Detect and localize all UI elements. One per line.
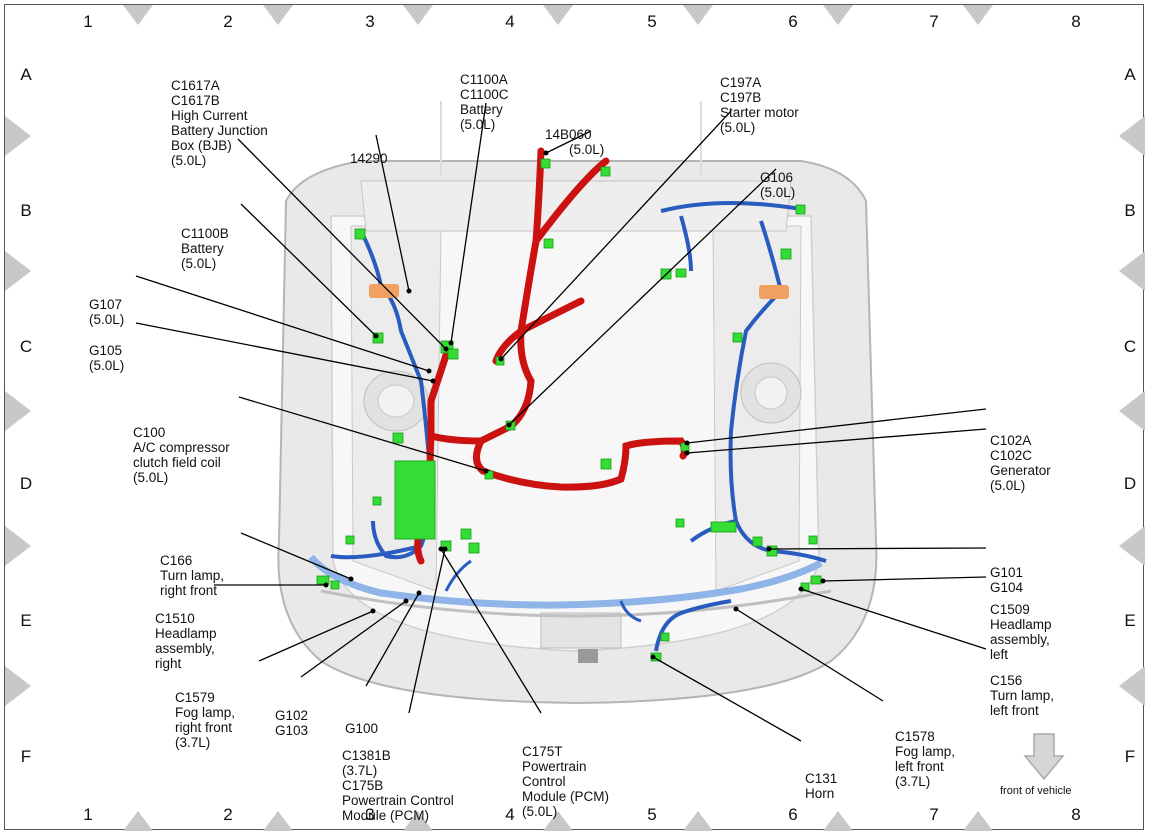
grid-col-bottom: 2 bbox=[223, 805, 233, 824]
grid-col-top: 5 bbox=[647, 12, 657, 31]
pcm-module bbox=[394, 460, 436, 540]
grid-col-top: 3 bbox=[365, 12, 375, 31]
callout-g100: G100 bbox=[345, 721, 379, 736]
front-arrow-icon bbox=[1023, 733, 1065, 781]
grid-row-right: B bbox=[1124, 201, 1136, 220]
grid-row-right: F bbox=[1124, 747, 1136, 766]
harness-blue-right bbox=[654, 201, 827, 652]
grid-row-right: E bbox=[1124, 611, 1136, 630]
grid-col-top: 8 bbox=[1071, 12, 1081, 31]
harness-blue-mid bbox=[444, 559, 642, 623]
grid-row-left: A bbox=[20, 65, 32, 84]
harness-red-main bbox=[414, 147, 689, 565]
callout-g105: G105(5.0L) bbox=[89, 343, 125, 373]
grid-row-left: D bbox=[19, 474, 33, 493]
grid-col-bottom: 7 bbox=[929, 805, 939, 824]
grid-col-top: 4 bbox=[505, 12, 515, 31]
leader-lines bbox=[135, 102, 987, 742]
callout-14b060: 14B060(5.0L) bbox=[545, 127, 605, 157]
engine-compartment-diagram bbox=[5, 5, 1145, 831]
grid-col-top: 2 bbox=[223, 12, 233, 31]
grid-row-left: B bbox=[20, 201, 32, 220]
grid-row-left: E bbox=[20, 611, 32, 630]
grid-col-bottom: 4 bbox=[505, 805, 515, 824]
leader-arrowheads bbox=[323, 150, 826, 660]
grid-col-bottom: 3 bbox=[365, 805, 375, 824]
grid-row-left: F bbox=[20, 747, 32, 766]
grid-col-top: 7 bbox=[929, 12, 939, 31]
grid-col-top: 6 bbox=[788, 12, 798, 31]
callout-14290: 14290 bbox=[350, 151, 388, 166]
grid-col-top: 1 bbox=[83, 12, 93, 31]
front-harness-light-blue bbox=[308, 554, 823, 609]
grid-row-right: A bbox=[1124, 65, 1136, 84]
grid-row-right: D bbox=[1123, 474, 1137, 493]
grid-col-bottom: 6 bbox=[788, 805, 798, 824]
grid-row-right: C bbox=[1123, 337, 1137, 356]
callout-g106: G106(5.0L) bbox=[760, 170, 796, 200]
grid-col-bottom: 1 bbox=[83, 805, 93, 824]
edge-markers bbox=[5, 5, 1145, 831]
grid-col-bottom: 5 bbox=[647, 805, 657, 824]
diagram-frame: 1 2 3 4 5 6 7 8 1 2 3 4 5 6 7 8 A B C D … bbox=[4, 4, 1145, 831]
front-of-vehicle-label: front of vehicle bbox=[1000, 785, 1072, 797]
grid-col-bottom: 8 bbox=[1071, 805, 1081, 824]
callout-g107: G107(5.0L) bbox=[89, 297, 125, 327]
grid-row-left: C bbox=[19, 337, 33, 356]
